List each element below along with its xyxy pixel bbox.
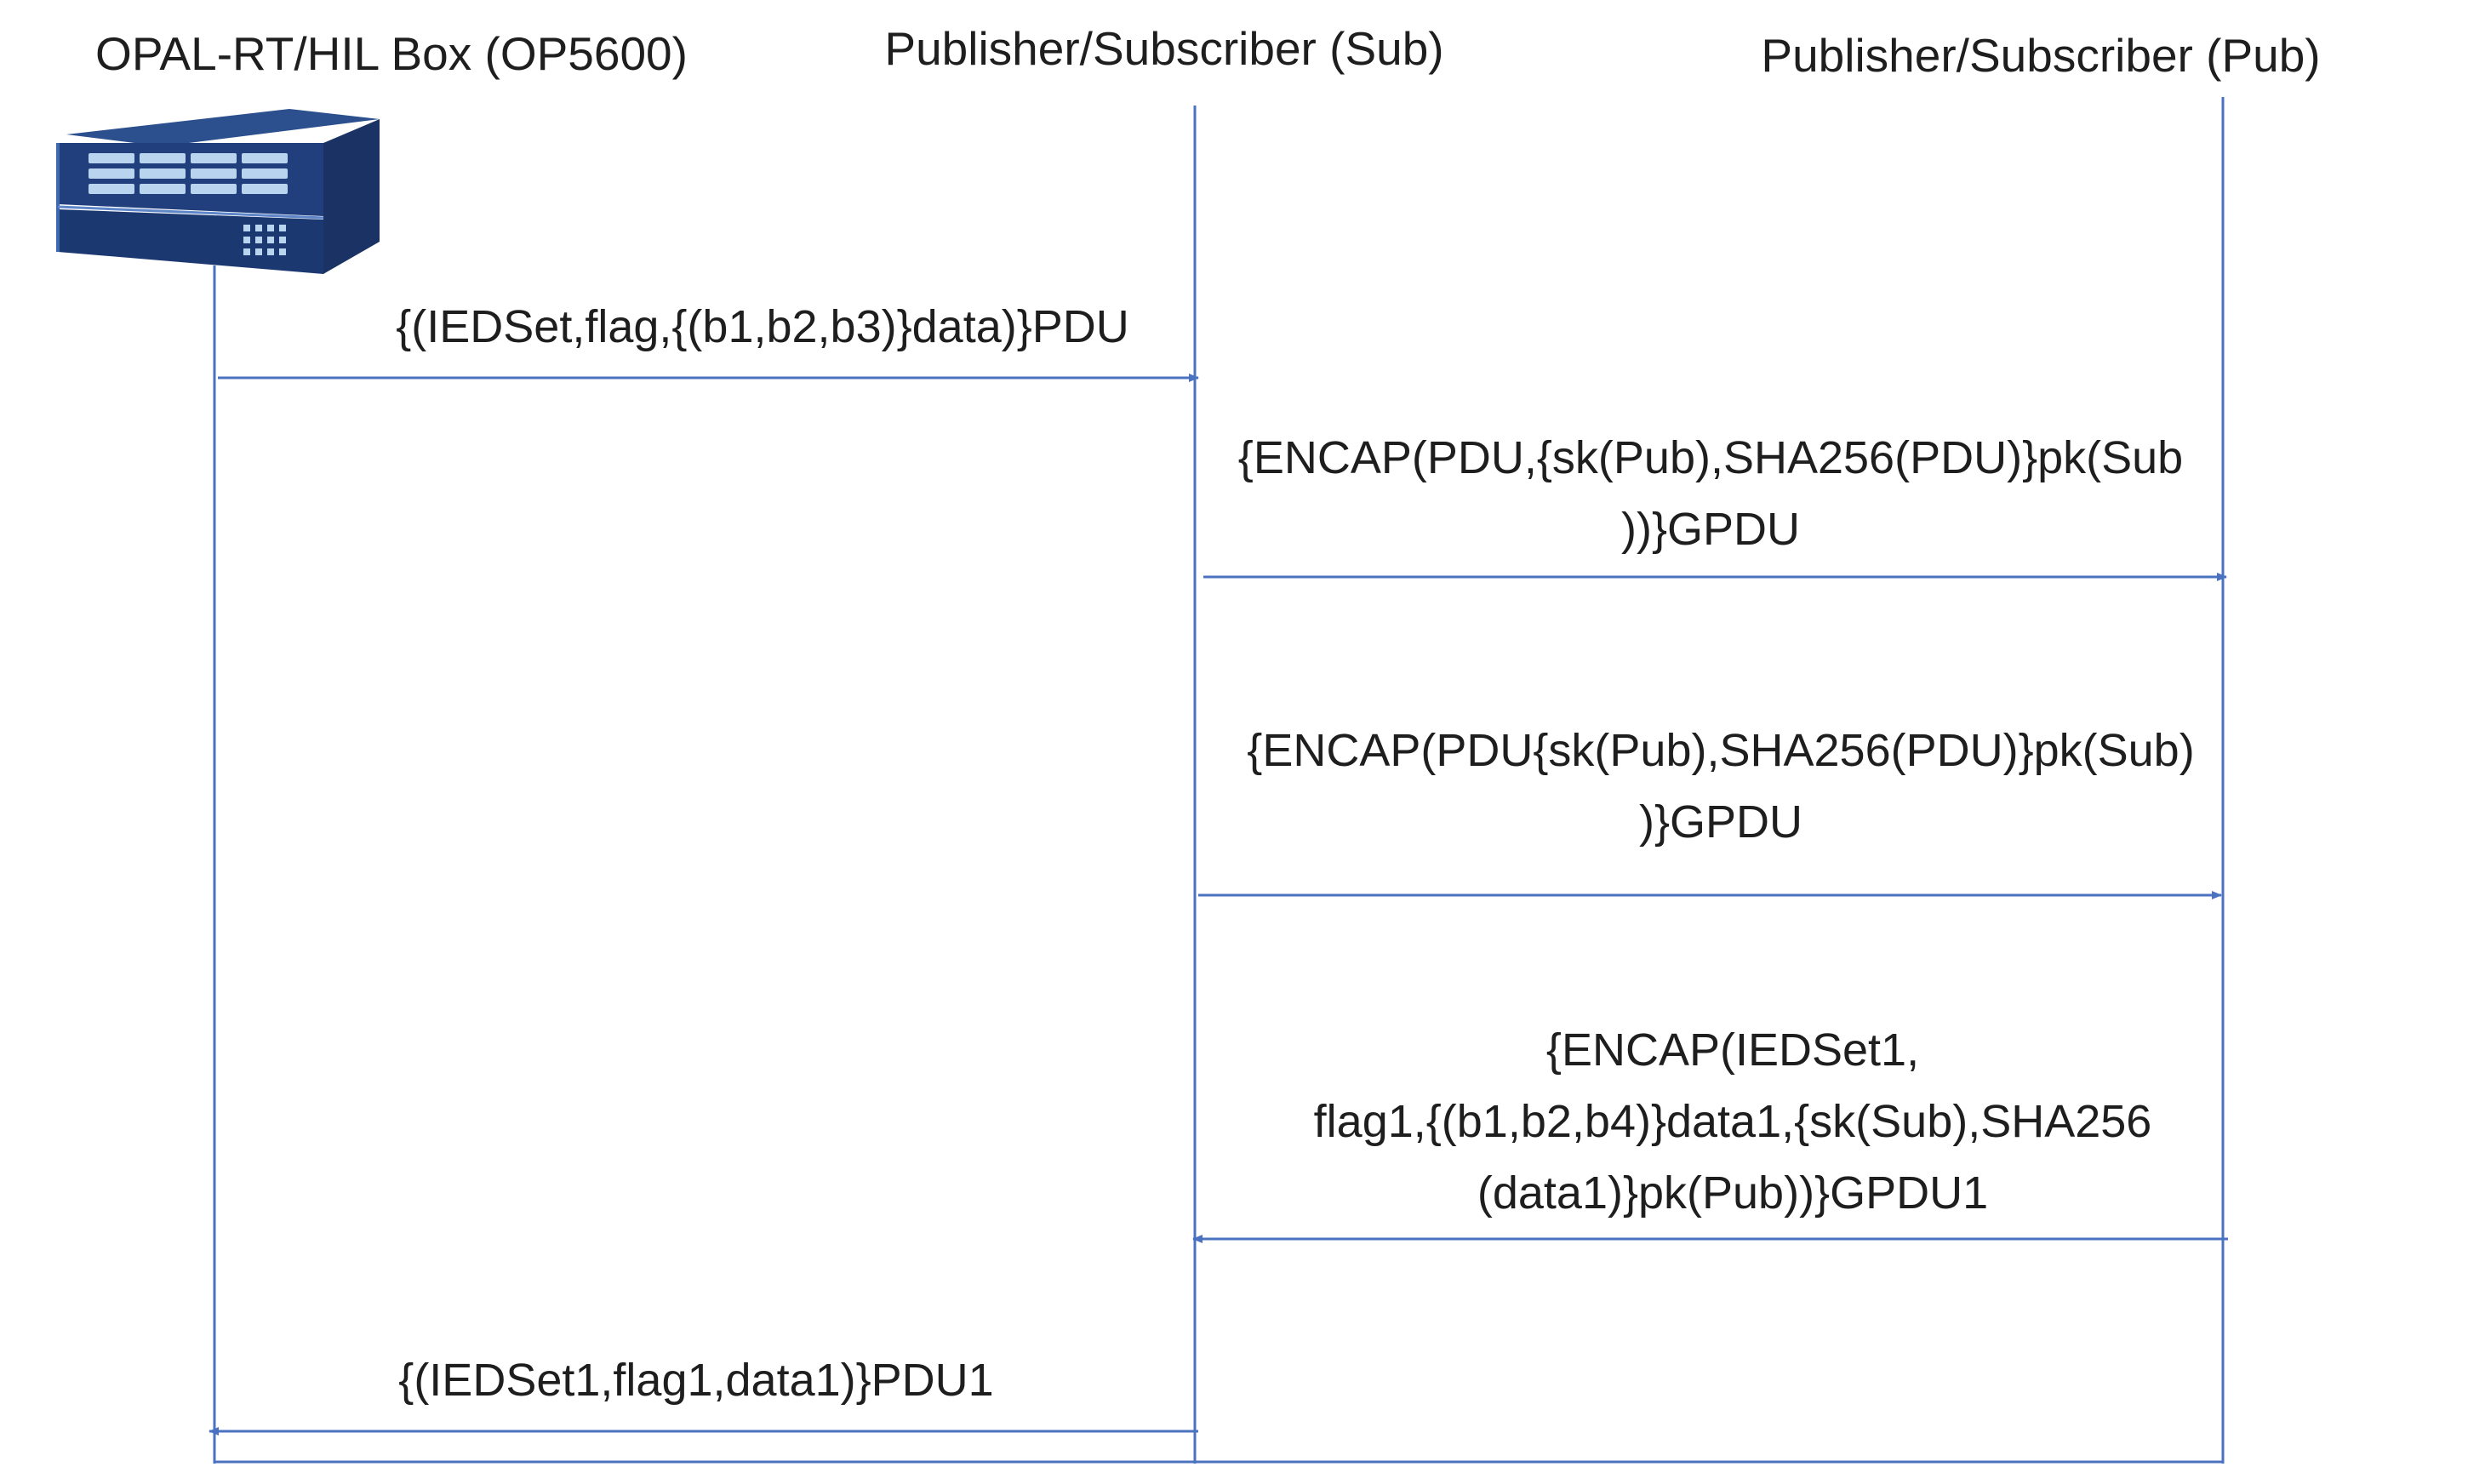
participant-label-sub: Publisher/Subscriber (Sub) [884,22,1444,75]
message-label-5: {(IEDSet1,flag1,data1)}PDU1 [398,1355,994,1406]
participant-label-hil: OPAL-RT/HIL Box (OP5600) [95,27,688,80]
message-label-2: {ENCAP(PDU,{sk(Pub),SHA256(PDU)}pk(Sub )… [1237,432,2184,555]
message-label-1: {(IEDSet,flag,{(b1,b2,b3)}data)}PDU [396,301,1129,352]
server-rack-icon [56,109,380,274]
participant-label-pub: Publisher/Subscriber (Pub) [1761,29,2321,82]
message-label-4: {ENCAP(IEDSet1, flag1,{(b1,b2,b4)}data1,… [1313,1025,2152,1219]
message-label-3: {ENCAP(PDU{sk(Pub),SHA256(PDU)}pk(Sub) )… [1247,725,2195,848]
